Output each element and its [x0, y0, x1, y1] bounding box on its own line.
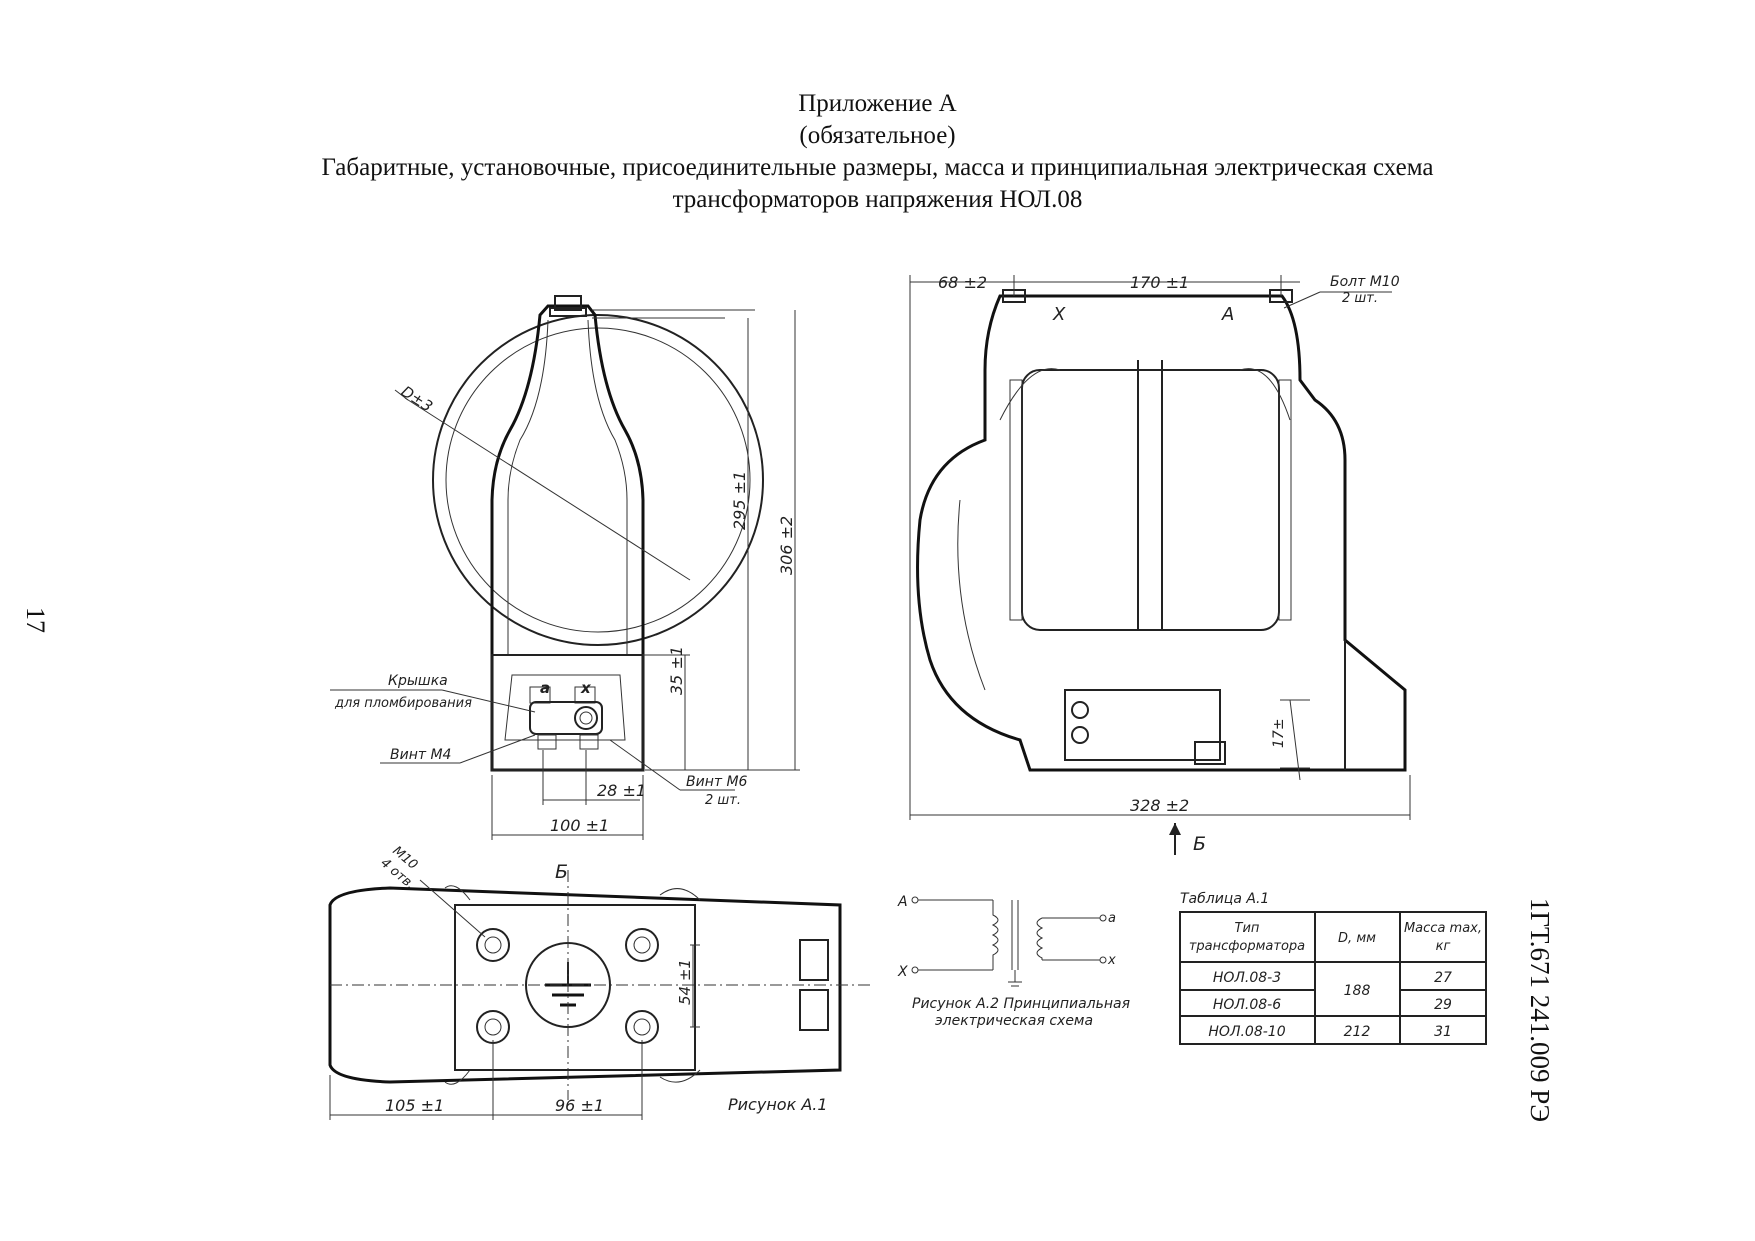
table-header-type-2: трансформатора [1189, 939, 1305, 954]
terminal-a-label: a [540, 679, 550, 697]
terminal-x: X [1052, 304, 1066, 325]
dim-306: 306 ±2 [777, 516, 796, 575]
table-cell-type: НОЛ.08-3 [1213, 970, 1281, 986]
figure-a1-caption: Рисунок А.1 [728, 1095, 828, 1114]
screw-m4-label: Винт М4 [390, 747, 451, 763]
schematic-terminal-x: x [1107, 953, 1116, 968]
dim-68: 68 ±2 [938, 273, 987, 292]
table-cell-type: НОЛ.08-10 [1208, 1024, 1285, 1040]
page-header: Приложение А (обязательное) Габаритные, … [0, 88, 1755, 216]
table-header-mass-2: кг [1436, 939, 1451, 954]
dim-17: 17± [1271, 718, 1287, 748]
table-title: Таблица А.1 [1180, 891, 1269, 907]
dim-170: 170 ±1 [1130, 273, 1189, 292]
view-b-label: Б [555, 861, 568, 883]
dim-96: 96 ±1 [555, 1096, 604, 1115]
bottom-view: Б М10 4 отв. 54 ±1 105 ±1 96 ±1 Рисунок … [328, 844, 870, 1120]
table-a1: Таблица А.1 Тип трансформатора D, мм Мас… [1179, 891, 1487, 1045]
table-cell-mass: 27 [1434, 970, 1452, 986]
bolt-label: Болт М10 [1330, 274, 1400, 290]
cover-label-2: для пломбирования [334, 696, 472, 711]
view-b-arrow-label: Б [1193, 833, 1206, 855]
dim-100: 100 ±1 [550, 816, 609, 835]
diameter-label: D±3 [398, 382, 436, 415]
table-cell-mass: 29 [1434, 997, 1452, 1013]
table-header-type: Тип [1235, 921, 1260, 936]
appendix-status: (обязательное) [799, 122, 956, 149]
screw-m6-label: Винт М6 [686, 774, 748, 790]
dim-35: 35 ±1 [667, 646, 686, 695]
screw-m6-count: 2 шт. [705, 793, 741, 808]
figure-a2-caption: Рисунок А.2 Принципиальная [912, 996, 1130, 1012]
terminal-a: A [1221, 304, 1234, 325]
schematic-terminal-X: X [897, 964, 908, 980]
appendix-title: Приложение А [798, 90, 957, 117]
schematic-diagram: A X a x Рисунок А.2 Принципиальная элект… [897, 894, 1130, 1029]
table-cell-d: 188 [1344, 983, 1371, 999]
dim-328: 328 ±2 [1130, 796, 1189, 815]
cover-label: Крышка [388, 673, 448, 689]
table-cell-d: 212 [1344, 1024, 1371, 1040]
table-cell-mass: 31 [1434, 1024, 1452, 1040]
table-header-mass: Масса max, [1404, 921, 1482, 936]
dim-28: 28 ±1 [597, 781, 646, 800]
dim-295: 295 ±1 [730, 471, 749, 530]
appendix-description: Габаритные, установочные, присоединитель… [321, 154, 1434, 181]
table-header-d: D, мм [1338, 931, 1376, 946]
appendix-description-2: трансформаторов напряжения НОЛ.08 [672, 186, 1083, 213]
bolt-count: 2 шт. [1342, 291, 1378, 306]
schematic-terminal-A: A [897, 894, 908, 910]
dim-54: 54 ±1 [676, 959, 694, 1005]
figure-a2-caption-2: электрическая схема [935, 1013, 1093, 1029]
side-view: 68 ±2 170 ±1 X A Болт М10 2 шт. 17± 328 … [909, 273, 1411, 855]
table-cell-type: НОЛ.08-6 [1213, 997, 1281, 1013]
dim-105: 105 ±1 [385, 1096, 444, 1115]
schematic-terminal-a: a [1108, 911, 1116, 926]
front-view: D±3 295 ±1 306 ±2 35 ±1 28 ±1 100 ±1 a x… [330, 295, 800, 840]
terminal-x-label: x [580, 679, 592, 697]
